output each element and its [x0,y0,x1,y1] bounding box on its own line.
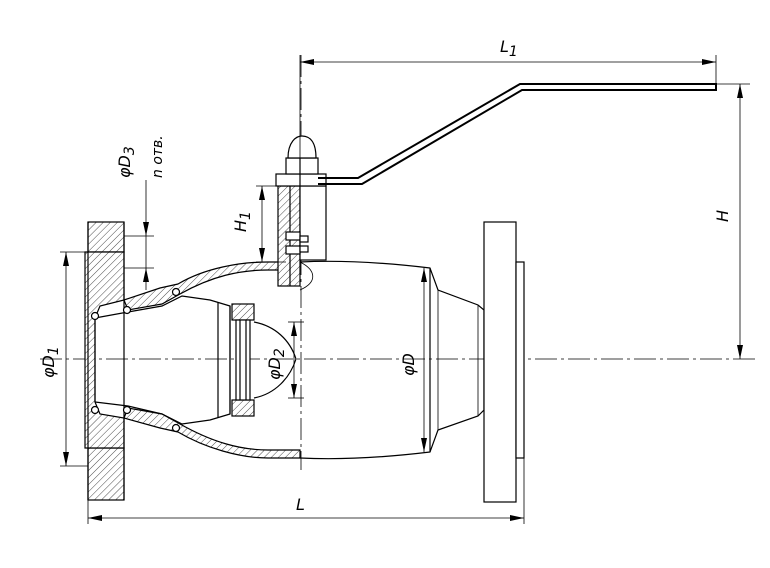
dim-H1 [256,185,286,263]
dim-holes-label: n отв. [150,135,166,178]
dim-H-label: H [713,210,732,222]
dim-D2-label: φD2 [265,348,288,380]
dim-D1-label: φD1 [39,346,62,378]
dim-D-label: φD [399,353,418,376]
left-body-section [90,261,301,459]
right-body [299,260,485,460]
dim-D [421,268,427,452]
dim-D1 [60,251,88,467]
dim-L-label: L [296,495,305,514]
stem-assembly [275,135,327,287]
dim-L [87,458,525,524]
dim-D3-label: φD3 [115,146,138,178]
dim-D3 [124,180,154,290]
handle-lever [318,83,717,185]
seat-ring [231,303,297,417]
dim-L1 [299,55,717,158]
right-flange [483,221,525,503]
dim-D2 [288,321,304,399]
dim-H1-label: H1 [231,211,254,232]
dim-L1-label: L1 [500,37,518,60]
left-flange [84,221,125,501]
dim-H [716,83,750,359]
